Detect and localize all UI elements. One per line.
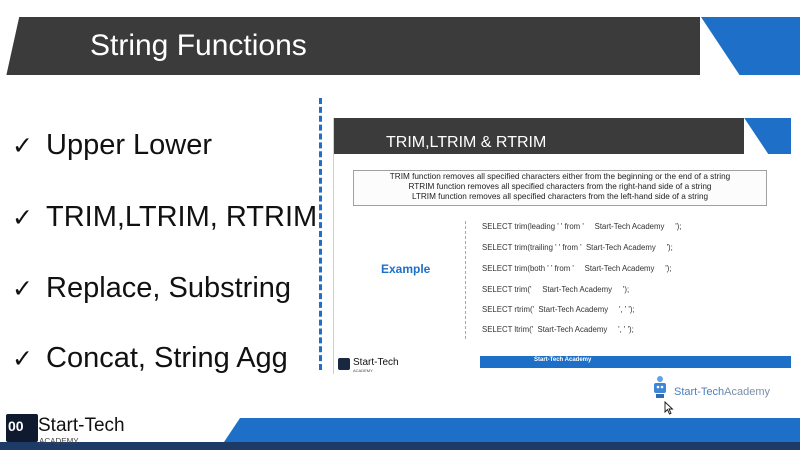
slide-footer-text: Start-Tech Academy [534,357,592,363]
dashed-divider [319,98,322,370]
description-box: TRIM function removes all specified char… [353,170,767,206]
bullet-label: Upper Lower [46,129,213,161]
description-line: TRIM function removes all specified char… [389,172,731,181]
bullet-label: Replace, Substring [46,272,292,304]
check-icon: ✓ [12,274,33,303]
bottom-dark-band [0,442,800,450]
sql-example: SELECT trim(both ' ' from ' Start-Tech A… [482,264,672,273]
embedded-slide-title: TRIM,LTRIM & RTRIM [386,134,547,151]
slide-logo-subtext: ACADEMY [353,368,373,373]
sql-example: SELECT trim(leading ' ' from ' Start-Tec… [482,222,682,231]
sql-example: SELECT trim(' Start-Tech Academy '); [482,285,630,294]
bottom-accent-band [224,418,800,442]
bullet-item: ✓ Concat, String Agg [12,340,288,377]
bullet-item: ✓ Upper Lower [12,127,212,164]
check-icon: ✓ [12,203,33,232]
title-banner-accent [701,17,800,75]
title-banner [0,17,700,75]
check-icon: ✓ [12,131,33,160]
description-line: LTRIM function removes all specified cha… [411,192,709,201]
example-label: Example [381,262,431,276]
corner-logo-subtext: ACADEMY [39,437,79,446]
example-divider [465,221,466,339]
sql-example: SELECT trim(trailing ' ' from ' Start-Te… [482,243,673,252]
robot-icon [654,376,666,398]
watermark-text-part1: Start-Tech [674,386,725,398]
slide-logo-icon [338,358,350,370]
bullet-item: ✓ Replace, Substring [12,270,291,307]
sql-example: SELECT ltrim(' Start-Tech Academy ', ' '… [482,325,634,334]
bullet-label: TRIM,LTRIM, RTRIM [46,201,318,233]
sql-example: SELECT rtrim(' Start-Tech Academy ', ' '… [482,305,635,314]
watermark-text-part2: Academy [724,386,770,398]
slide-footer-bar [480,356,791,368]
description-line: RTRIM function removes all specified cha… [408,182,712,191]
bullet-label: Concat, String Agg [46,342,288,374]
corner-logo-text: Start-Tech [38,415,125,436]
bullet-item: ✓ TRIM,LTRIM, RTRIM [12,199,317,236]
watermark-text: Start-TechAcademy [674,386,770,398]
embedded-slide: TRIM,LTRIM & RTRIM TRIM function removes… [333,118,791,374]
slide-title: String Functions [90,29,307,62]
check-icon: ✓ [12,344,33,373]
embedded-slide-title-bar [334,118,744,154]
slide-logo-text: Start-Tech [353,357,399,368]
corner-logo-icon [6,414,38,442]
mouse-cursor-icon [664,401,674,415]
corner-logo-glyph: 00 [8,418,24,434]
